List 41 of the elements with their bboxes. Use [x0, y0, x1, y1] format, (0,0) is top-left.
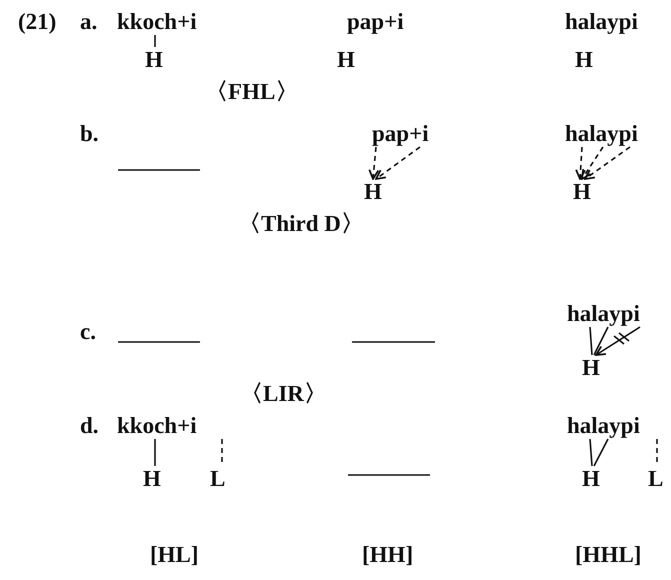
tier-text: H: [143, 467, 161, 490]
example-label: a.: [80, 10, 98, 33]
tier-text: H: [145, 48, 163, 71]
association-line: [589, 326, 593, 356]
example-label: 〈FHL〉: [205, 80, 298, 103]
tier-text: halaypi: [565, 122, 638, 145]
tier-text: halaypi: [565, 10, 638, 33]
tier-text: halaypi: [567, 302, 640, 325]
association-line: [154, 35, 156, 47]
association-line: [589, 438, 593, 466]
association-line: [593, 326, 609, 356]
example-label: [HH]: [362, 543, 414, 566]
tier-text: H: [364, 180, 382, 203]
example-label: d.: [80, 414, 99, 437]
tier-text: H: [582, 356, 600, 379]
tier-text: pap+i: [347, 10, 404, 33]
tier-text: kkoch+i: [117, 10, 197, 33]
tier-text: halaypi: [567, 414, 640, 437]
example-label: 〈LIR〉: [240, 382, 327, 405]
example-label: c.: [80, 320, 96, 343]
association-line: [593, 438, 609, 466]
tier-text: H: [575, 48, 593, 71]
tier-text: pap+i: [372, 122, 429, 145]
tier-text: L: [210, 467, 226, 490]
association-line: [595, 326, 640, 356]
example-label: [HHL]: [575, 543, 642, 566]
example-label: 〈Third D〉: [238, 212, 364, 235]
tier-text: H: [573, 180, 591, 203]
example-label: [HL]: [150, 543, 199, 566]
dashed-association-line: [584, 146, 630, 180]
dashed-association-line: [575, 146, 586, 180]
tier-text: H: [582, 467, 600, 490]
dashed-association-line: [375, 146, 420, 180]
association-line: [154, 439, 156, 466]
tier-text: L: [648, 467, 664, 490]
example-label: (21): [18, 10, 56, 33]
dashed-association-line: [581, 146, 604, 180]
tier-text: H: [337, 48, 355, 71]
tier-text: kkoch+i: [117, 414, 197, 437]
dashed-association-line: [368, 146, 380, 180]
example-label: b.: [80, 122, 99, 145]
